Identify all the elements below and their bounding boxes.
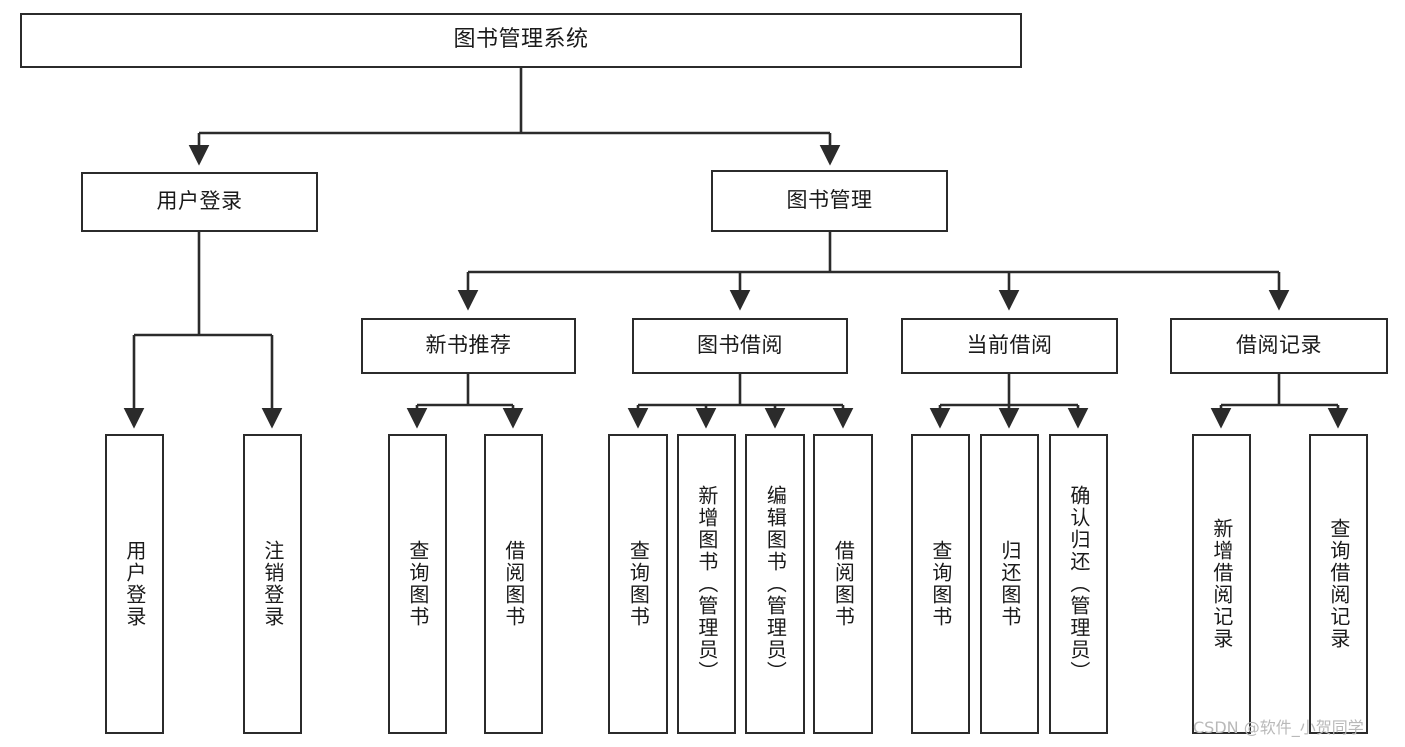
node-leaf-return-book[interactable]: 归还图书 bbox=[980, 434, 1039, 734]
node-borrow-record-label: 借阅记录 bbox=[1236, 333, 1322, 358]
node-leaf-query-record[interactable]: 查询借阅记录 bbox=[1309, 434, 1368, 734]
node-leaf-edit-book[interactable]: 编辑图书（管理员） bbox=[745, 434, 805, 734]
node-leaf-borrow-book-2[interactable]: 借阅图书 bbox=[813, 434, 873, 734]
node-user-login-label: 用户登录 bbox=[156, 189, 243, 214]
node-leaf-user-login[interactable]: 用户登录 bbox=[105, 434, 164, 734]
node-user-login[interactable]: 用户登录 bbox=[81, 172, 318, 232]
node-book-borrow-label: 图书借阅 bbox=[697, 333, 783, 358]
node-leaf-add-record[interactable]: 新增借阅记录 bbox=[1192, 434, 1251, 734]
node-root[interactable]: 图书管理系统 bbox=[20, 13, 1022, 68]
node-leaf-borrow-book-1-label: 借阅图书 bbox=[501, 540, 526, 628]
node-leaf-query-book-2[interactable]: 查询图书 bbox=[608, 434, 668, 734]
node-leaf-logout-login[interactable]: 注销登录 bbox=[243, 434, 302, 734]
node-new-book-recommend-label: 新书推荐 bbox=[425, 333, 512, 358]
node-leaf-return-book-label: 归还图书 bbox=[997, 540, 1022, 628]
node-book-manage[interactable]: 图书管理 bbox=[711, 170, 948, 232]
node-leaf-query-record-label: 查询借阅记录 bbox=[1326, 518, 1351, 650]
node-leaf-confirm-return-label: 确认归还（管理员） bbox=[1066, 485, 1091, 683]
node-leaf-confirm-return[interactable]: 确认归还（管理员） bbox=[1049, 434, 1108, 734]
node-leaf-add-record-label: 新增借阅记录 bbox=[1209, 518, 1234, 650]
node-leaf-query-book-3-label: 查询图书 bbox=[928, 540, 953, 628]
node-leaf-add-book-label: 新增图书（管理员） bbox=[694, 485, 719, 683]
node-leaf-edit-book-label: 编辑图书（管理员） bbox=[763, 485, 788, 683]
node-leaf-borrow-book-2-label: 借阅图书 bbox=[831, 540, 856, 628]
node-leaf-borrow-book-1[interactable]: 借阅图书 bbox=[484, 434, 543, 734]
node-leaf-query-book-2-label: 查询图书 bbox=[626, 540, 651, 628]
node-leaf-user-login-label: 用户登录 bbox=[122, 540, 147, 628]
node-new-book-recommend[interactable]: 新书推荐 bbox=[361, 318, 576, 374]
node-leaf-query-book-3[interactable]: 查询图书 bbox=[911, 434, 970, 734]
node-current-borrow[interactable]: 当前借阅 bbox=[901, 318, 1118, 374]
node-leaf-query-book-1[interactable]: 查询图书 bbox=[388, 434, 447, 734]
node-book-borrow[interactable]: 图书借阅 bbox=[632, 318, 848, 374]
node-current-borrow-label: 当前借阅 bbox=[966, 333, 1053, 358]
node-borrow-record[interactable]: 借阅记录 bbox=[1170, 318, 1388, 374]
node-leaf-add-book[interactable]: 新增图书（管理员） bbox=[677, 434, 736, 734]
watermark-text: CSDN @软件_小贺同学 bbox=[1193, 718, 1364, 737]
node-leaf-logout-login-label: 注销登录 bbox=[260, 540, 285, 628]
node-leaf-query-book-1-label: 查询图书 bbox=[405, 540, 430, 628]
node-root-label: 图书管理系统 bbox=[453, 27, 589, 53]
node-book-manage-label: 图书管理 bbox=[786, 188, 873, 213]
